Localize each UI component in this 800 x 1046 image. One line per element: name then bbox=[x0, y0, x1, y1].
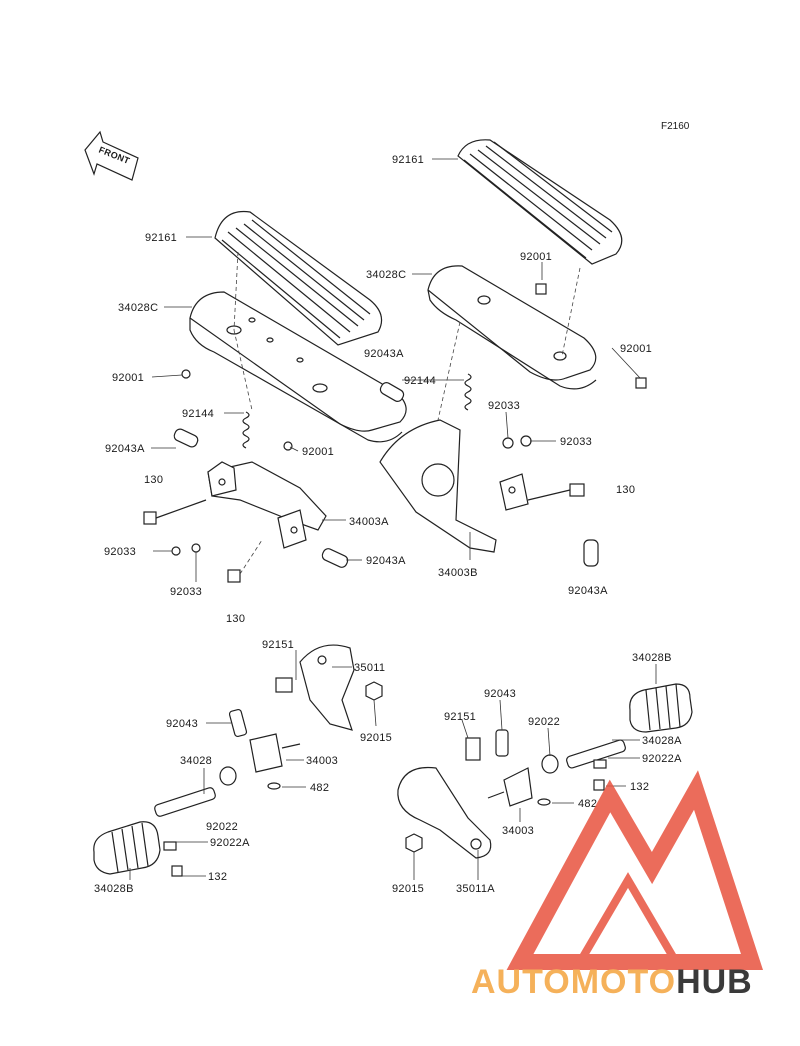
left-peg-nut bbox=[365, 681, 383, 701]
right-peg-holder bbox=[397, 766, 492, 859]
right-bolt bbox=[527, 483, 585, 501]
left-peg-pin bbox=[228, 708, 248, 738]
part-label: 92043A bbox=[364, 348, 404, 360]
left-floorboard-mat bbox=[214, 210, 383, 346]
part-label: 92001 bbox=[112, 372, 144, 384]
right-peg-bolt bbox=[465, 737, 481, 761]
part-label: 482 bbox=[578, 798, 597, 810]
part-label: 130 bbox=[226, 613, 245, 625]
right-peg-pin bbox=[495, 729, 509, 757]
part-label: 92151 bbox=[444, 711, 476, 723]
part-label: 130 bbox=[144, 474, 163, 486]
right-floorboard-pan bbox=[427, 265, 597, 390]
figure-code: F2160 bbox=[661, 121, 690, 132]
left-peg-small-parts bbox=[163, 841, 183, 877]
part-label: 92001 bbox=[302, 446, 334, 458]
part-label: 92001 bbox=[620, 343, 652, 355]
right-peg-small-parts bbox=[537, 759, 607, 806]
part-label: 92033 bbox=[488, 400, 520, 412]
part-label: 92033 bbox=[560, 436, 592, 448]
right-floorboard-mat bbox=[457, 139, 623, 265]
left-bracket bbox=[207, 461, 327, 549]
part-label: 92022A bbox=[210, 837, 250, 849]
part-label: 34028B bbox=[632, 652, 672, 664]
part-label: 34028B bbox=[94, 883, 134, 895]
right-rear-pin bbox=[583, 539, 599, 567]
part-label: 92015 bbox=[360, 732, 392, 744]
right-spring bbox=[464, 373, 472, 411]
right-pivot-pin bbox=[379, 382, 405, 402]
part-label: 92015 bbox=[392, 883, 424, 895]
part-label: 92001 bbox=[520, 251, 552, 263]
part-label: 34003 bbox=[502, 825, 534, 837]
right-peg-nut bbox=[405, 833, 423, 853]
part-label: 92022 bbox=[206, 821, 238, 833]
left-bolt-upper bbox=[143, 499, 207, 525]
watermark-text-part2: HUB bbox=[676, 963, 753, 1001]
part-label: 92043 bbox=[484, 688, 516, 700]
part-label: 34028C bbox=[118, 302, 158, 314]
part-label: 92161 bbox=[392, 154, 424, 166]
left-small-bolts bbox=[181, 369, 293, 451]
part-label: 130 bbox=[616, 484, 635, 496]
part-label: 34028C bbox=[366, 269, 406, 281]
part-label: 92144 bbox=[182, 408, 214, 420]
left-peg-holder bbox=[299, 644, 355, 731]
front-arrow-icon: FRONT bbox=[84, 130, 139, 181]
part-label: 34003 bbox=[306, 755, 338, 767]
left-cotter-pin bbox=[267, 782, 281, 790]
right-peg-rubber bbox=[629, 683, 693, 733]
right-washer bbox=[541, 754, 559, 774]
part-label: 92043A bbox=[366, 555, 406, 567]
part-label: 34003A bbox=[349, 516, 389, 528]
left-peg-bolt bbox=[275, 677, 293, 693]
part-label: 34028A bbox=[642, 735, 682, 747]
leader-lines bbox=[129, 158, 657, 880]
part-label: 92033 bbox=[104, 546, 136, 558]
left-bolt-lower bbox=[227, 539, 263, 583]
svg-text:AUTOMOTOHUB: AUTOMOTOHUB bbox=[471, 963, 753, 1001]
part-label: 92151 bbox=[262, 639, 294, 651]
part-label: 92043A bbox=[568, 585, 608, 597]
part-labels: 92161 92161 34028C 34028C 92001 92001 92… bbox=[94, 154, 682, 895]
left-washer bbox=[219, 766, 237, 786]
watermark-text-part1: AUTOMOTO bbox=[471, 963, 676, 1001]
left-rear-pin bbox=[321, 548, 349, 568]
part-label: 92033 bbox=[170, 586, 202, 598]
right-nuts bbox=[502, 283, 647, 449]
left-clevis bbox=[249, 733, 301, 773]
part-label: 92043A bbox=[105, 443, 145, 455]
part-label: 92022 bbox=[528, 716, 560, 728]
part-label: 482 bbox=[310, 782, 329, 794]
left-peg-rubber bbox=[93, 821, 161, 875]
part-label: 34003B bbox=[438, 567, 478, 579]
watermark-logo bbox=[506, 770, 764, 970]
left-pivot-pin bbox=[173, 428, 199, 448]
part-label: 132 bbox=[208, 871, 227, 883]
part-label: 35011A bbox=[456, 883, 495, 895]
part-label: 132 bbox=[630, 781, 649, 793]
part-label: 92161 bbox=[145, 232, 177, 244]
right-clevis bbox=[487, 767, 533, 807]
part-label: 92144 bbox=[404, 375, 436, 387]
part-label: 34028 bbox=[180, 755, 212, 767]
part-label: 92043 bbox=[166, 718, 198, 730]
left-peg-shaft bbox=[154, 787, 216, 817]
part-label: 35011 bbox=[354, 662, 385, 674]
right-bracket bbox=[379, 419, 529, 553]
watermark-text: AUTOMOTOHUB bbox=[471, 963, 753, 1001]
left-spring bbox=[242, 411, 250, 449]
part-label: 92022A bbox=[642, 753, 682, 765]
